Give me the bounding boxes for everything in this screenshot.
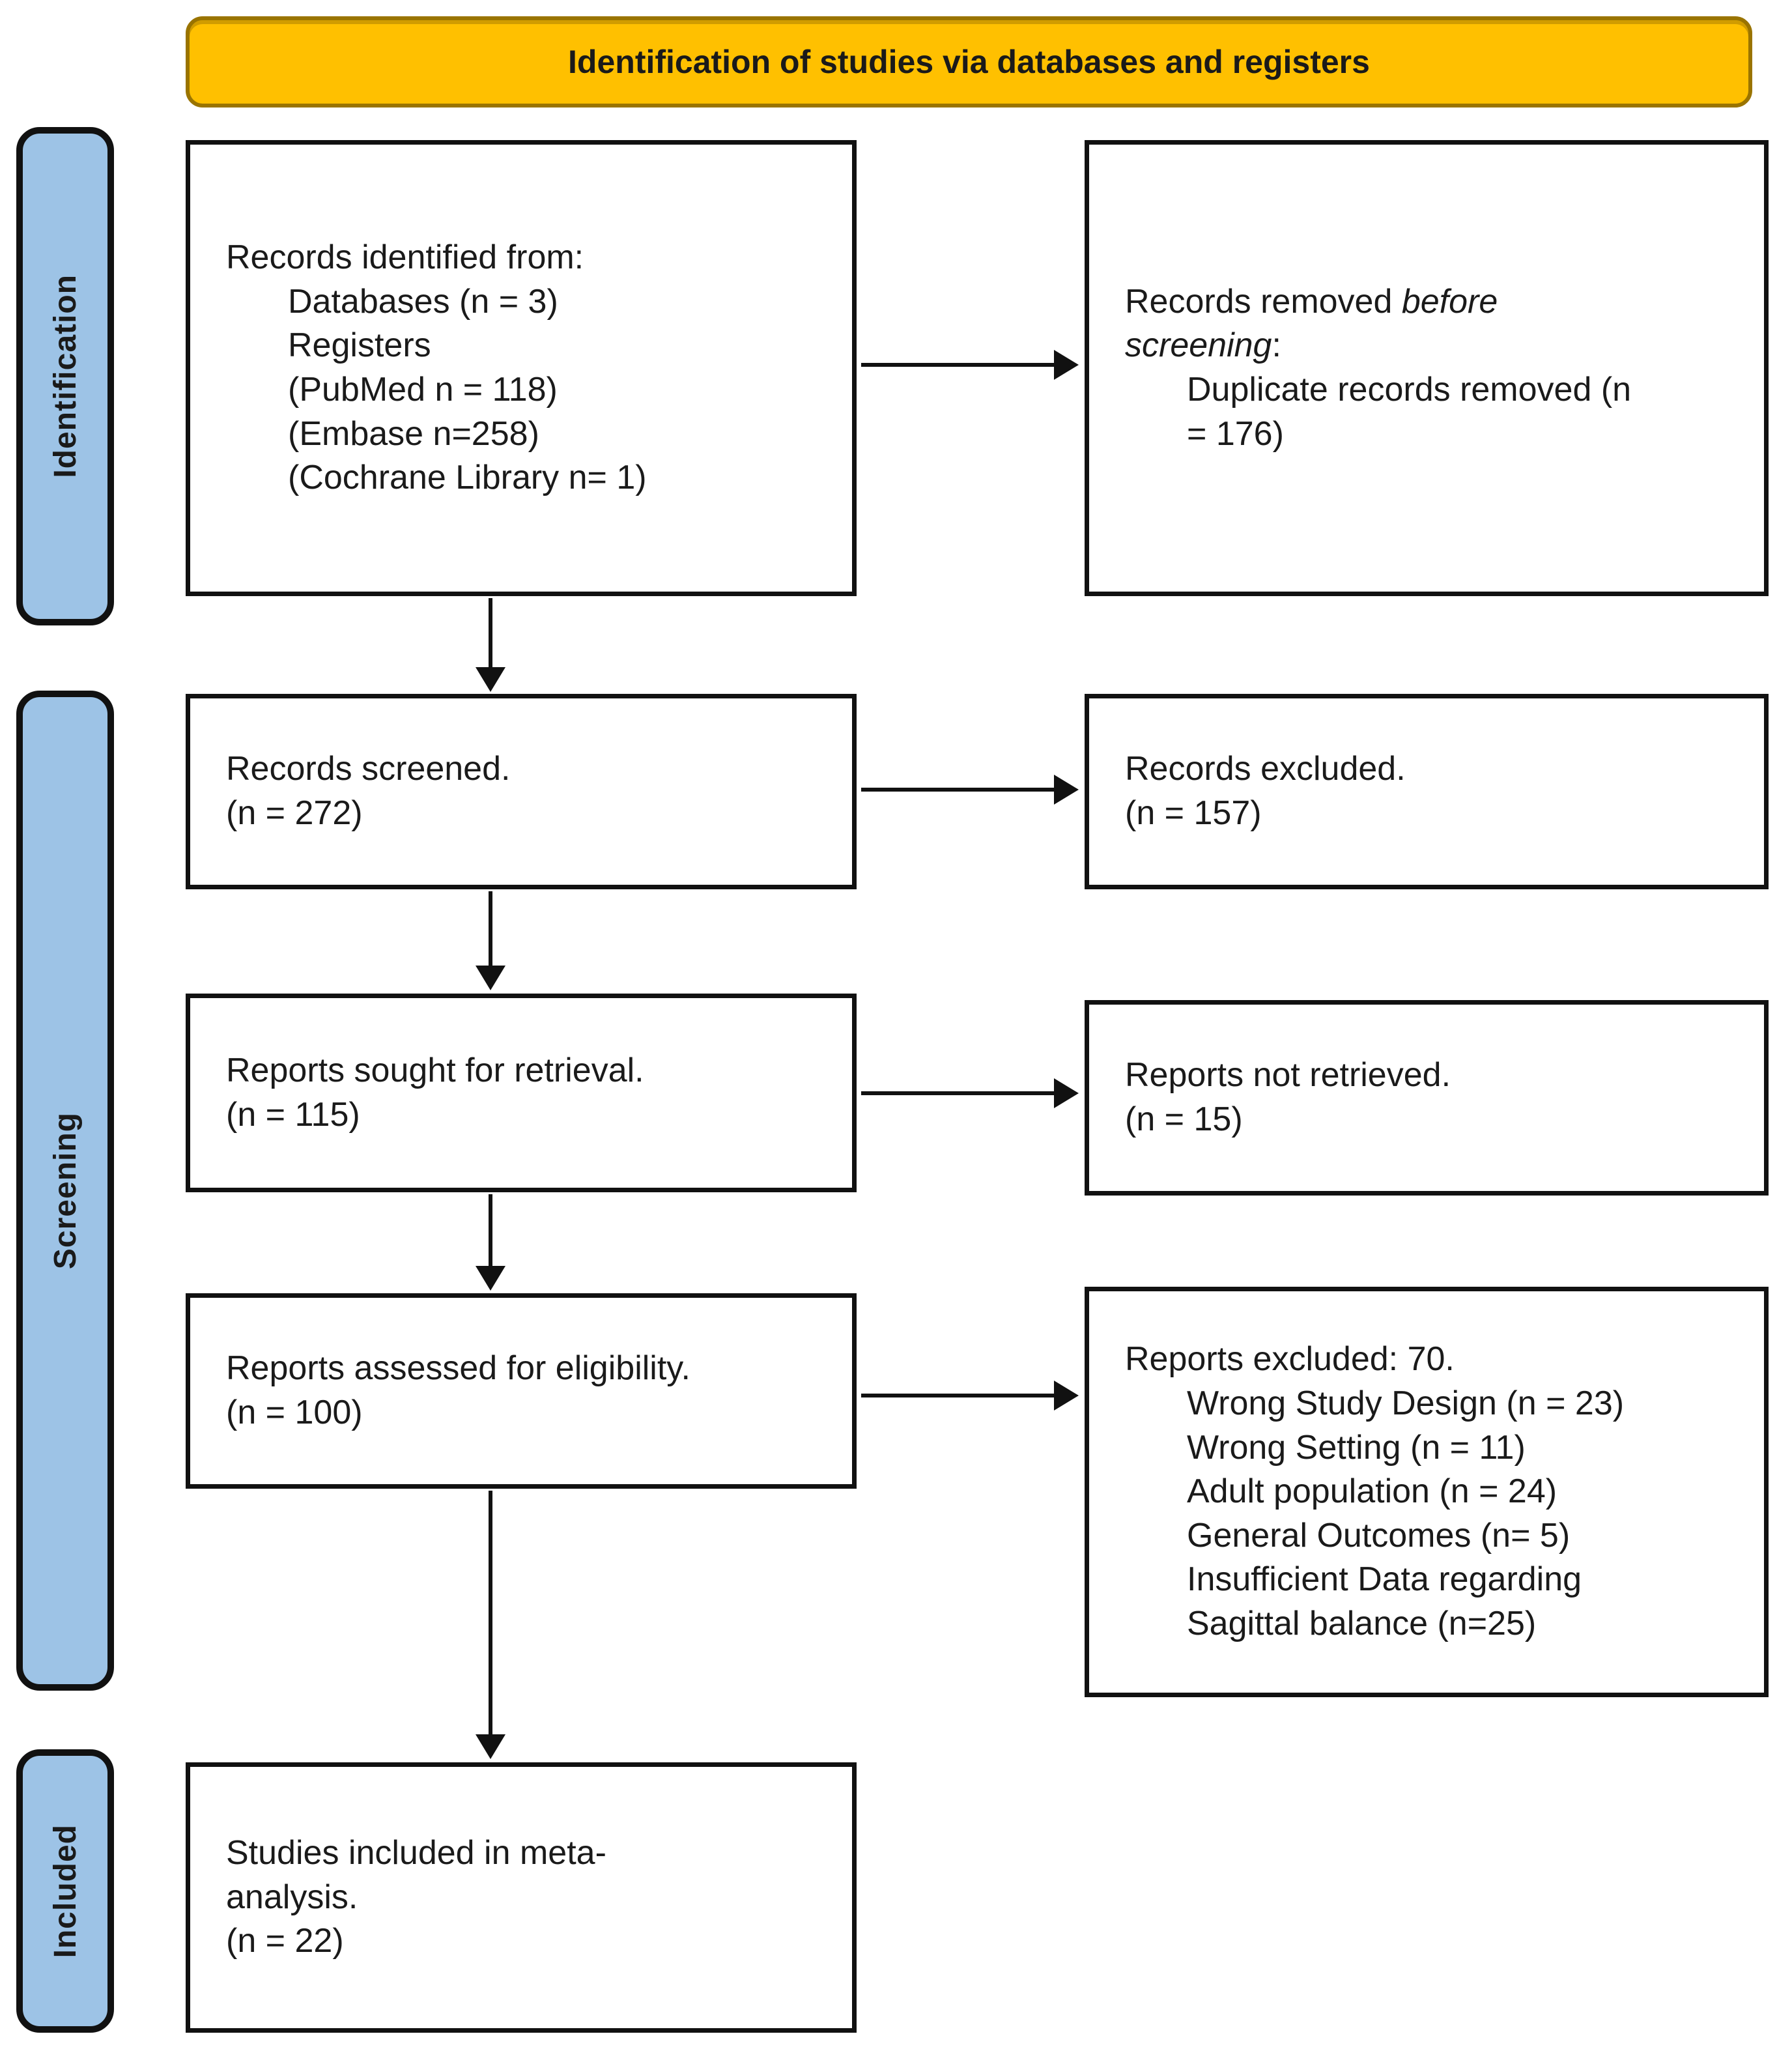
arrow-identified-to-screened-shaft — [489, 598, 492, 668]
arrow-sought-to-assessed-shaft — [489, 1194, 492, 1267]
stage-identification-label: Identification — [48, 274, 83, 478]
arrow-screened-to-excluded-shaft — [861, 788, 1057, 792]
box-records-screened: Records screened.(n = 272) — [186, 694, 857, 889]
box-reports-excluded: Reports excluded: 70.Wrong Study Design … — [1085, 1287, 1769, 1697]
stage-included: Included — [16, 1749, 114, 2033]
box-studies-included: Studies included in meta-analysis.(n = 2… — [186, 1762, 857, 2033]
arrow-identified-to-removed-shaft — [861, 363, 1057, 367]
box-records-excluded: Records excluded.(n = 157) — [1085, 694, 1769, 889]
arrow-assessed-to-excluded-shaft — [861, 1394, 1057, 1397]
diagram-title: Identification of studies via databases … — [568, 44, 1370, 80]
box-studies-included-text: Studies included in meta-analysis.(n = 2… — [226, 1834, 606, 1960]
stage-identification: Identification — [16, 127, 114, 625]
box-reports-not-retrieved: Reports not retrieved.(n = 15) — [1085, 1000, 1769, 1196]
arrow-screened-to-excluded-head-icon — [1054, 775, 1079, 805]
arrow-sought-to-assessed-head-icon — [476, 1266, 505, 1291]
box-reports-sought-text: Reports sought for retrieval.(n = 115) — [226, 1051, 644, 1134]
diagram-title-banner: Identification of studies via databases … — [186, 16, 1752, 107]
arrow-sought-to-not-retrieved-head-icon — [1054, 1078, 1079, 1108]
arrow-sought-to-not-retrieved-shaft — [861, 1091, 1057, 1095]
box-records-identified-text: Records identified from:Databases (n = 3… — [226, 238, 647, 497]
box-reports-excluded-text: Reports excluded: 70.Wrong Study Design … — [1125, 1340, 1625, 1642]
box-records-excluded-text: Records excluded.(n = 157) — [1125, 750, 1406, 832]
box-records-screened-text: Records screened.(n = 272) — [226, 750, 511, 832]
box-reports-sought: Reports sought for retrieval.(n = 115) — [186, 994, 857, 1192]
box-reports-assessed: Reports assessed for eligibility.(n = 10… — [186, 1293, 857, 1489]
arrow-assessed-to-excluded-head-icon — [1054, 1381, 1079, 1411]
box-reports-assessed-text: Reports assessed for eligibility.(n = 10… — [226, 1349, 690, 1431]
arrow-screened-to-sought-head-icon — [476, 966, 505, 990]
stage-screening-label: Screening — [48, 1111, 83, 1270]
arrow-identified-to-removed-head-icon — [1054, 350, 1079, 380]
box-reports-not-retrieved-text: Reports not retrieved.(n = 15) — [1125, 1056, 1451, 1138]
arrow-assessed-to-included-shaft — [489, 1491, 492, 1737]
arrow-screened-to-sought-shaft — [489, 891, 492, 967]
box-records-identified: Records identified from:Databases (n = 3… — [186, 140, 857, 596]
stage-included-label: Included — [48, 1824, 83, 1958]
arrow-assessed-to-included-head-icon — [476, 1734, 505, 1759]
stage-screening: Screening — [16, 691, 114, 1691]
arrow-identified-to-screened-head-icon — [476, 667, 505, 692]
